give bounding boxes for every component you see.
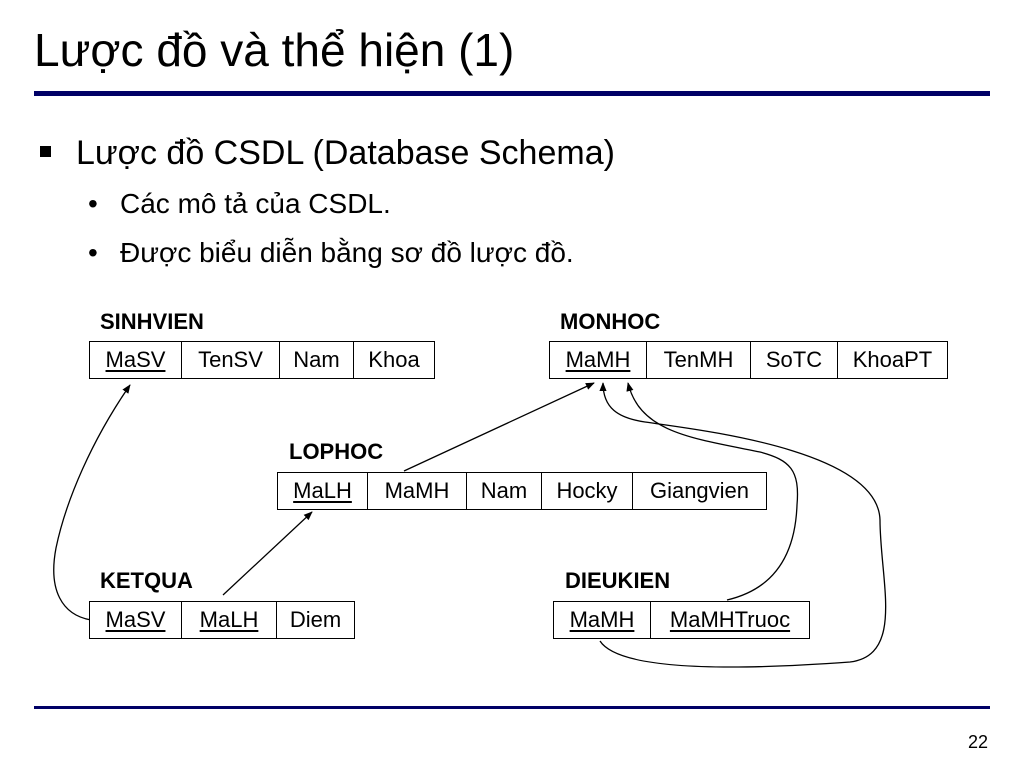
attribute-sotc: SoTC (750, 342, 837, 378)
attribute-tensv: TenSV (181, 342, 279, 378)
table-name-lophoc: LOPHOC (289, 439, 384, 464)
sub-bullet-text: Được biểu diễn bằng sơ đồ lược đồ. (120, 237, 574, 268)
attribute-mamhtruoc: MaMHTruoc (650, 602, 809, 638)
table-name-dieukien: DIEUKIEN (565, 568, 671, 593)
table-name-monhoc: MONHOC (560, 309, 661, 334)
attribute-malh: MaLH (293, 478, 352, 503)
relation-lophoc: MaLH MaMH Nam Hocky Giangvien (277, 472, 767, 510)
attribute-masv: MaSV (105, 347, 166, 372)
attribute-mamh: MaMH (565, 347, 631, 372)
main-bullet-text: Lược đồ CSDL (Database Schema) (76, 134, 615, 172)
dot-bullet-icon: • (88, 237, 98, 268)
arrow-lophoc-mamh-to-monhoc (403, 382, 595, 472)
dot-bullet-icon: • (88, 188, 98, 219)
attribute-mamh: MaMH (569, 607, 635, 632)
sub-bullet-text: Các mô tả của CSDL. (120, 188, 391, 219)
attribute-khoapt: KhoaPT (837, 342, 947, 378)
page-number: 22 (967, 732, 988, 752)
table-name-sinhvien: SINHVIEN (100, 309, 204, 334)
attribute-mamh: MaMH (367, 473, 466, 509)
arrow-ketqua-masv-to-sinhvien (53, 384, 131, 621)
arrow-ketqua-malh-to-lophoc (222, 511, 313, 596)
arrow-dieukien-mamh-to-monhoc (599, 382, 887, 668)
footer-divider (34, 706, 990, 709)
attribute-khoa: Khoa (353, 342, 434, 378)
attribute-nam: Nam (279, 342, 353, 378)
title-divider (34, 91, 990, 96)
relation-dieukien: MaMH MaMHTruoc (553, 601, 810, 639)
attribute-diem: Diem (276, 602, 354, 638)
square-bullet-icon (40, 146, 51, 157)
attribute-tenmh: TenMH (646, 342, 750, 378)
attribute-malh: MaLH (181, 602, 276, 638)
attribute-masv: MaSV (105, 607, 166, 632)
relation-sinhvien: MaSV TenSV Nam Khoa (89, 341, 435, 379)
slide-title: Lược đồ và thể hiện (1) (34, 24, 515, 76)
relation-ketqua: MaSV MaLH Diem (89, 601, 355, 639)
attribute-hocky: Hocky (541, 473, 632, 509)
relation-monhoc: MaMH TenMH SoTC KhoaPT (549, 341, 948, 379)
table-name-ketqua: KETQUA (100, 568, 193, 593)
attribute-nam: Nam (466, 473, 541, 509)
arrow-dieukien-mamhtruoc-to-monhoc (626, 382, 799, 601)
attribute-giangvien: Giangvien (632, 473, 766, 509)
